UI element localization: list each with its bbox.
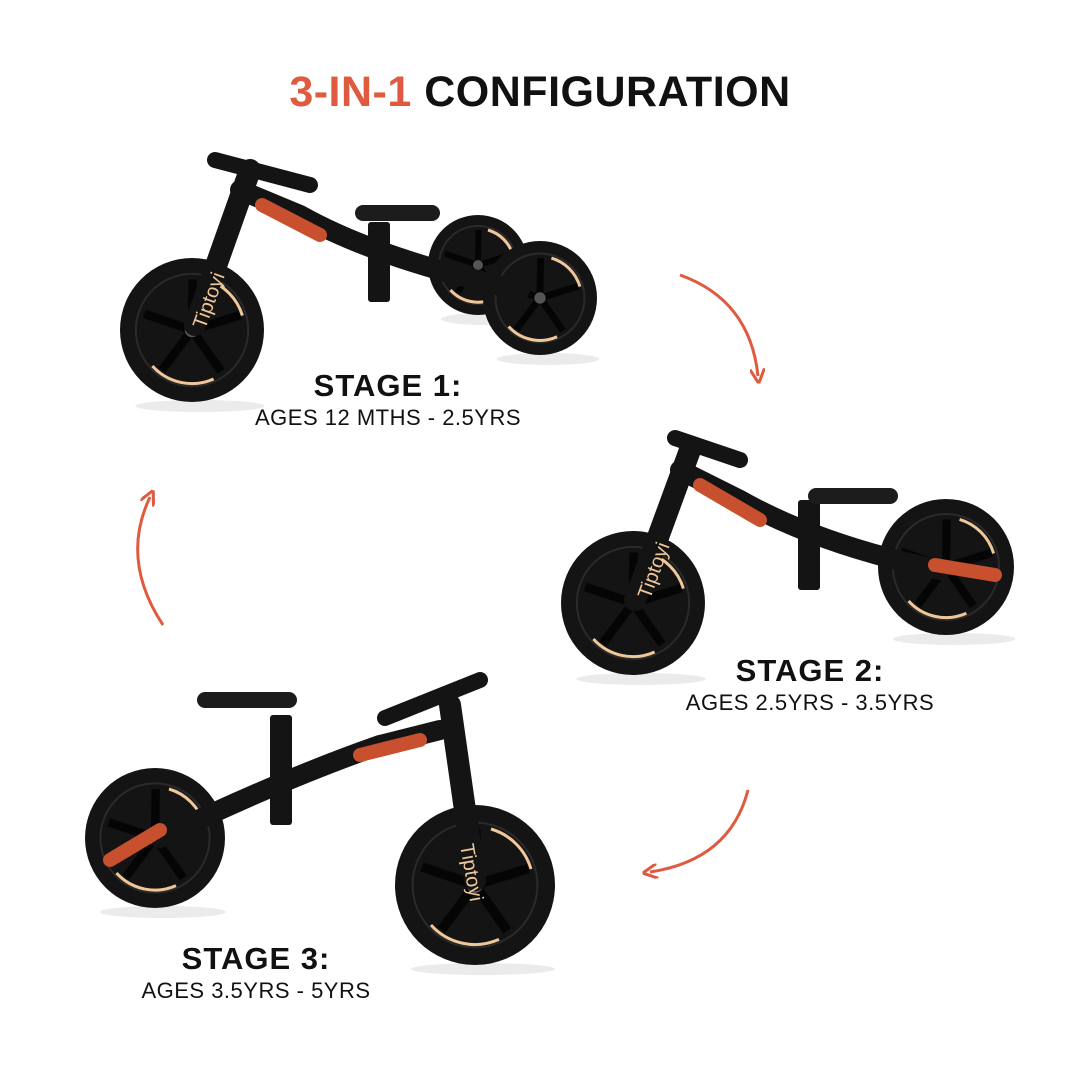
stage-2-heading: STAGE 2: — [735, 653, 885, 688]
wheel-shadow — [411, 963, 555, 975]
page-title: 3-IN-1 CONFIGURATION — [0, 68, 1080, 117]
title-accent: 3-IN-1 — [289, 68, 412, 116]
wheel-shadow — [100, 906, 226, 918]
stage-2-label: STAGE 2: AGES 2.5YRS - 3.5YRS — [660, 653, 960, 717]
arrow-stage3-to-stage1 — [136, 497, 165, 626]
frame — [670, 460, 950, 580]
stage-1-heading: STAGE 1: — [313, 368, 463, 403]
wheel-shadow — [496, 353, 600, 365]
frame-pattern — [693, 478, 1002, 582]
seat — [808, 488, 898, 504]
rim — [134, 272, 250, 388]
bike-stage-3: Tiptoyi — [85, 672, 555, 975]
handlebar — [377, 672, 488, 726]
spoke — [536, 258, 544, 299]
spoke — [443, 250, 479, 268]
hub — [473, 260, 483, 270]
spoke — [941, 519, 951, 568]
rim-stripe — [959, 517, 996, 554]
spoke — [537, 296, 566, 333]
seat — [355, 205, 440, 221]
rim-stripe — [592, 637, 656, 659]
spoke — [158, 327, 196, 373]
seat-post — [368, 222, 390, 302]
stage-3-heading: STAGE 3: — [181, 941, 331, 976]
rim-stripe — [429, 923, 500, 947]
title-rest: CONFIGURATION — [424, 68, 791, 116]
spoke — [513, 295, 543, 332]
handlebar — [207, 152, 318, 193]
stage-1-label: STAGE 1: AGES 12 MTHS - 2.5YRS — [238, 368, 538, 432]
frame-pattern — [103, 733, 427, 867]
rim-stripe — [907, 599, 968, 620]
rim-stripe — [507, 325, 558, 342]
arrow-stage2-to-stage3 — [650, 789, 750, 872]
seat-post — [798, 500, 820, 590]
wheel-shadow — [892, 633, 1016, 645]
stage-1-ages: AGES 12 MTHS - 2.5YRS — [254, 405, 522, 430]
spoke — [471, 882, 512, 934]
handlebar — [667, 430, 748, 468]
seat — [197, 692, 297, 708]
arrow-stage1-to-stage2 — [679, 273, 758, 376]
rim-stripe — [115, 871, 177, 892]
fork — [624, 439, 701, 611]
spoke — [437, 882, 479, 933]
spoke — [188, 327, 225, 374]
rim — [575, 545, 691, 661]
spoke — [599, 600, 637, 646]
spoke — [538, 282, 580, 302]
wheel-shadow — [135, 400, 265, 412]
spoke — [142, 309, 194, 335]
rim-stripe — [550, 256, 582, 288]
stage-3-label: STAGE 3: AGES 3.5YRS - 5YRS — [106, 941, 406, 1005]
spoke — [122, 835, 159, 880]
fork — [439, 694, 486, 891]
seat-post — [270, 715, 292, 825]
fork — [184, 159, 261, 336]
hub — [534, 292, 546, 304]
frame-pattern — [255, 198, 327, 242]
rim — [99, 782, 211, 894]
bike-stage-2: Tiptoyi — [561, 430, 1016, 685]
bike-stage-1: Tiptoyi — [120, 152, 600, 412]
rim — [494, 252, 586, 344]
rim-stripe — [490, 827, 533, 870]
stage-3-ages: AGES 3.5YRS - 5YRS — [141, 978, 371, 1003]
wheel-shadow — [576, 673, 706, 685]
rim-stripe — [151, 364, 215, 386]
wheel — [483, 241, 600, 365]
stage-2-ages: AGES 2.5YRS - 3.5YRS — [685, 690, 935, 715]
